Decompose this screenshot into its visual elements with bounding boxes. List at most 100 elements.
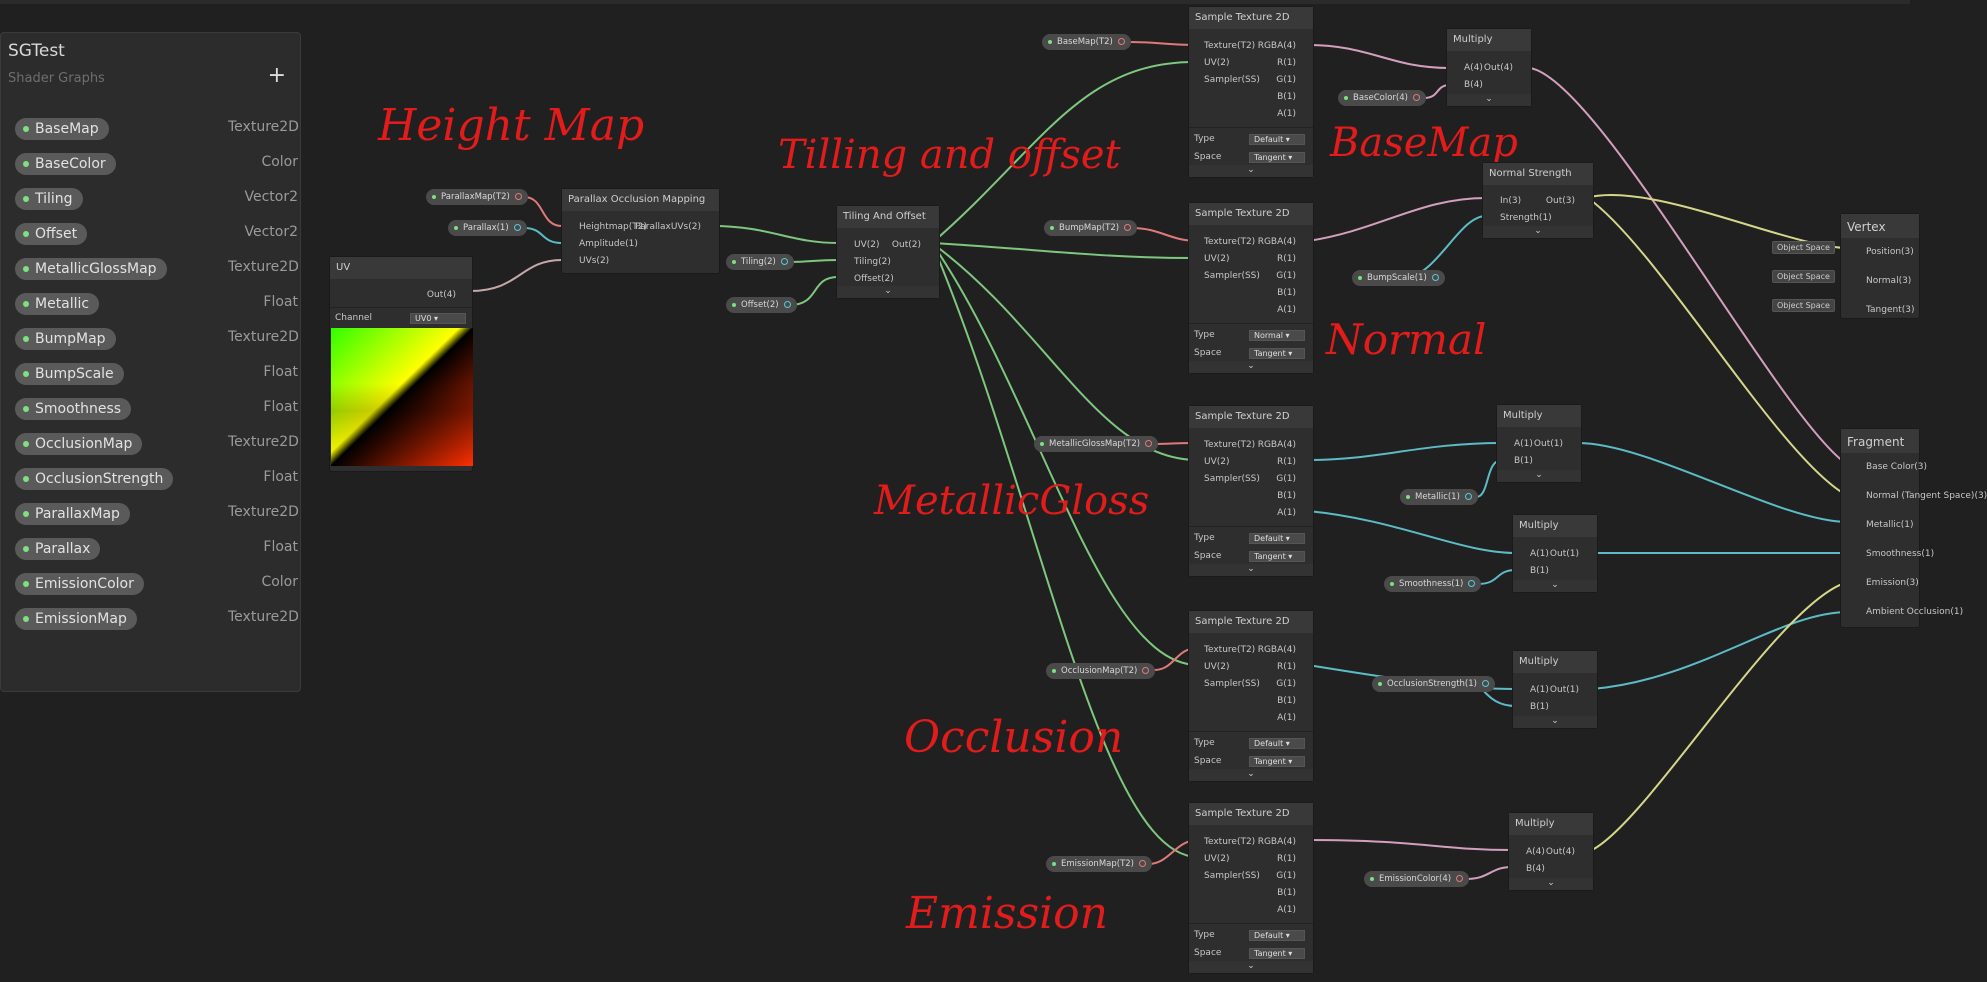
sample-in-port[interactable]: Sampler(SS) xyxy=(1204,474,1260,484)
graph-pill-base-map[interactable]: BaseMap(T2) xyxy=(1042,34,1131,50)
vertex-normal-port[interactable]: Normal(3) xyxy=(1866,276,1912,286)
multiply-a-port[interactable]: A(1) xyxy=(1530,549,1549,559)
add-property-icon[interactable]: + xyxy=(267,63,286,88)
sample-in-port[interactable]: Sampler(SS) xyxy=(1204,871,1260,881)
graph-pill-emission-map[interactable]: EmissionMap(T2) xyxy=(1046,856,1152,872)
sample-chevron-icon[interactable]: ⌄ xyxy=(1189,165,1313,177)
sample-in-port[interactable]: Texture(T2) xyxy=(1204,41,1256,51)
sample-out-port[interactable]: B(1) xyxy=(1277,888,1296,898)
sample-type-dropdown[interactable]: Default ▾ xyxy=(1249,738,1305,749)
graph-pill-bump-scale[interactable]: BumpScale(1) xyxy=(1352,270,1445,286)
property-pill[interactable]: EmissionColor xyxy=(15,573,144,595)
sample-type-dropdown[interactable]: Default ▾ xyxy=(1249,134,1305,145)
graph-pill-metallic[interactable]: Metallic(1) xyxy=(1400,489,1478,505)
multiply-out-port[interactable]: Out(4) xyxy=(1483,63,1513,73)
fragment-metallic-port[interactable]: Metallic(1) xyxy=(1866,520,1914,530)
multiply-chevron-icon[interactable]: ⌄ xyxy=(1509,878,1593,890)
tao-in-uv[interactable]: UV(2) xyxy=(854,240,880,250)
pill-port-icon[interactable] xyxy=(1142,667,1150,674)
sample-out-port[interactable]: B(1) xyxy=(1277,288,1296,298)
sample-chevron-icon[interactable]: ⌄ xyxy=(1189,961,1313,973)
sample-in-port[interactable]: Sampler(SS) xyxy=(1204,75,1260,85)
property-pill[interactable]: MetallicGlossMap xyxy=(15,258,167,280)
property-pill[interactable]: Smoothness xyxy=(15,398,132,420)
multiply-b-port[interactable]: B(1) xyxy=(1530,566,1549,576)
sample-chevron-icon[interactable]: ⌄ xyxy=(1189,564,1313,576)
pill-port-icon[interactable] xyxy=(513,224,521,231)
sample-in-port[interactable]: UV(2) xyxy=(1204,854,1230,864)
fragment-ao-port[interactable]: Ambient Occlusion(1) xyxy=(1866,607,1964,617)
sample-chevron-icon[interactable]: ⌄ xyxy=(1189,769,1313,781)
sample-in-port[interactable]: Texture(T2) xyxy=(1204,645,1256,655)
sample-type-dropdown[interactable]: Default ▾ xyxy=(1249,533,1305,544)
sample-in-port[interactable]: Texture(T2) xyxy=(1204,440,1256,450)
multiply-out-port[interactable]: Out(1) xyxy=(1549,549,1579,559)
graph-pill-smoothness[interactable]: Smoothness(1) xyxy=(1384,576,1482,592)
vertex-normal-space[interactable]: Object Space xyxy=(1772,270,1835,283)
pill-port-icon[interactable] xyxy=(1481,680,1489,687)
sample-space-dropdown[interactable]: Tangent ▾ xyxy=(1249,348,1305,359)
sample-in-port[interactable]: UV(2) xyxy=(1204,662,1230,672)
sample-in-port[interactable]: Texture(T2) xyxy=(1204,837,1256,847)
sample-out-port[interactable]: G(1) xyxy=(1276,271,1296,281)
sample-type-dropdown[interactable]: Normal ▾ xyxy=(1249,330,1305,341)
uv-out-port[interactable]: Out(4) xyxy=(426,290,456,300)
sample-in-port[interactable]: UV(2) xyxy=(1204,254,1230,264)
sample-out-port[interactable]: RGBA(4) xyxy=(1257,41,1296,51)
property-pill[interactable]: Parallax xyxy=(15,538,101,560)
multiply-chevron-icon[interactable]: ⌄ xyxy=(1447,94,1531,106)
sample-out-port[interactable]: A(1) xyxy=(1277,508,1296,518)
property-pill[interactable]: EmissionMap xyxy=(15,608,137,630)
graph-pill-parallax[interactable]: Parallax(1) xyxy=(448,220,527,236)
pill-port-icon[interactable] xyxy=(1139,860,1146,867)
sample-out-port[interactable]: RGBA(4) xyxy=(1257,237,1296,247)
pill-port-icon[interactable] xyxy=(1412,94,1420,101)
fragment-master-node[interactable]: Fragment Base Color(3) Normal (Tangent S… xyxy=(1840,428,1987,628)
multiply-a-port[interactable]: A(4) xyxy=(1526,847,1545,857)
fragment-smoothness-port[interactable]: Smoothness(1) xyxy=(1866,549,1935,559)
uv-channel-dropdown[interactable]: UV0 ▾ xyxy=(410,313,466,324)
vertex-tangent-space[interactable]: Object Space xyxy=(1772,299,1835,312)
sample-out-port[interactable]: A(1) xyxy=(1277,905,1296,915)
sample-space-dropdown[interactable]: Tangent ▾ xyxy=(1249,152,1305,163)
multiply-a-port[interactable]: A(4) xyxy=(1464,63,1483,73)
sample-in-port[interactable]: UV(2) xyxy=(1204,58,1230,68)
vertex-position-port[interactable]: Position(3) xyxy=(1866,247,1914,257)
vertex-position-space[interactable]: Object Space xyxy=(1772,241,1835,254)
pom-out[interactable]: ParallaxUVs(2) xyxy=(635,222,701,232)
property-pill[interactable]: Tiling xyxy=(15,188,83,210)
property-pill[interactable]: Metallic xyxy=(15,293,100,315)
sample-space-dropdown[interactable]: Tangent ▾ xyxy=(1249,948,1305,959)
sample-type-dropdown[interactable]: Default ▾ xyxy=(1249,930,1305,941)
normal-strength-chevron-icon[interactable]: ⌄ xyxy=(1483,226,1593,238)
sample-out-port[interactable]: G(1) xyxy=(1276,474,1296,484)
normal-strength-node[interactable]: Normal Strength In(3) Strength(1) Out(3)… xyxy=(1482,162,1594,239)
property-pill[interactable]: BaseMap xyxy=(15,118,109,140)
multiply-out-port[interactable]: Out(1) xyxy=(1533,439,1563,449)
pill-port-icon[interactable] xyxy=(1145,440,1153,447)
multiply-b-port[interactable]: B(1) xyxy=(1530,702,1549,712)
sample-in-port[interactable]: Texture(T2) xyxy=(1204,237,1256,247)
graph-pill-emission-color[interactable]: EmissionColor(4) xyxy=(1364,871,1470,887)
normal-strength-strength[interactable]: Strength(1) xyxy=(1500,213,1552,223)
pill-port-icon[interactable] xyxy=(1468,580,1476,587)
graph-pill-occlusion-map[interactable]: OcclusionMap(T2) xyxy=(1046,663,1156,679)
tiling-offset-node[interactable]: Tiling And Offset UV(2) Tiling(2) Offset… xyxy=(836,205,940,299)
sample-out-port[interactable]: A(1) xyxy=(1277,109,1296,119)
sample-out-port[interactable]: A(1) xyxy=(1277,713,1296,723)
multiply-b-port[interactable]: B(4) xyxy=(1526,864,1545,874)
tao-chevron-icon[interactable]: ⌄ xyxy=(837,286,939,298)
multiply-b-port[interactable]: B(1) xyxy=(1514,456,1533,466)
multiply-a-port[interactable]: A(1) xyxy=(1530,685,1549,695)
